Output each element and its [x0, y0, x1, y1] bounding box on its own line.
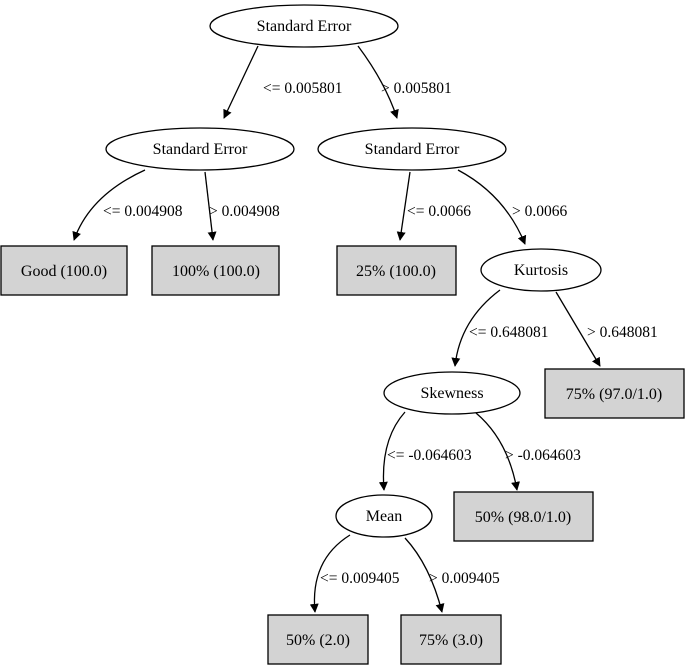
node-skewness: Skewness	[383, 371, 521, 415]
leaf-100pct-label: 100% (100.0)	[172, 263, 260, 280]
leaf-good: Good (100.0)	[0, 245, 128, 296]
edge-skewness-to-mean	[378, 411, 406, 491]
node-left-label: Standard Error	[153, 141, 248, 158]
edge-skewness-to-50pct	[475, 412, 520, 491]
edge-labels: <= 0.005801 > 0.005801 <= 0.004908 > 0.0…	[103, 80, 658, 587]
node-kurtosis: Kurtosis	[480, 248, 602, 292]
leaf-nodes: Good (100.0) 100% (100.0) 25% (100.0) 75…	[0, 245, 685, 665]
edge-left-to-good	[72, 169, 146, 241]
leaf-75pct-97: 75% (97.0/1.0)	[544, 368, 685, 419]
edge-label-mean-right: > 0.009405	[429, 570, 500, 587]
node-right-standard-error: Standard Error	[317, 127, 507, 171]
node-right-label: Standard Error	[365, 141, 460, 158]
leaf-50pct-2-label: 50% (2.0)	[286, 632, 350, 649]
leaf-75pct-3-label: 75% (3.0)	[419, 632, 483, 649]
edge-label-kurtosis-right: > 0.648081	[587, 324, 658, 341]
edge-label-left-right: > 0.004908	[209, 203, 280, 220]
leaf-75pct-3: 75% (3.0)	[400, 614, 502, 665]
edge-label-right-right: > 0.0066	[512, 203, 567, 220]
leaf-25pct-label: 25% (100.0)	[356, 263, 436, 280]
leaf-25pct: 25% (100.0)	[336, 245, 457, 296]
leaf-100pct: 100% (100.0)	[151, 245, 280, 296]
edge-mean-to-75pct	[404, 537, 445, 613]
leaf-50pct-98: 50% (98.0/1.0)	[453, 491, 594, 542]
node-kurtosis-label: Kurtosis	[514, 262, 568, 279]
edge-root-to-left	[223, 45, 259, 119]
edge-label-kurtosis-left: <= 0.648081	[469, 324, 548, 341]
edge-left-to-100pct	[204, 171, 217, 241]
edge-label-skewness-left: <= -0.064603	[387, 447, 472, 464]
node-mean: Mean	[335, 494, 433, 538]
decision-nodes: Standard Error Standard Error Standard E…	[105, 4, 602, 538]
edge-label-right-left: <= 0.0066	[407, 203, 471, 220]
node-mean-label: Mean	[366, 508, 402, 525]
node-left-standard-error: Standard Error	[105, 127, 295, 171]
edge-root-to-right	[357, 45, 399, 119]
leaf-75pct-97-label: 75% (97.0/1.0)	[566, 386, 662, 403]
edge-kurtosis-to-75pct	[555, 291, 601, 367]
node-skewness-label: Skewness	[420, 385, 483, 402]
edge-kurtosis-to-skewness	[451, 289, 501, 367]
edge-label-root-left: <= 0.005801	[263, 80, 342, 97]
edge-label-root-right: > 0.005801	[381, 80, 452, 97]
edge-label-mean-left: <= 0.009405	[320, 570, 400, 587]
leaf-50pct-98-label: 50% (98.0/1.0)	[475, 509, 571, 526]
leaf-good-label: Good (100.0)	[21, 263, 107, 280]
edge-mean-to-50pct	[309, 534, 351, 613]
leaf-50pct-2: 50% (2.0)	[267, 614, 369, 665]
edge-label-left-left: <= 0.004908	[103, 203, 183, 220]
edges	[72, 45, 601, 613]
edge-right-to-kurtosis	[457, 169, 527, 245]
node-root-label: Standard Error	[257, 18, 352, 35]
node-root-standard-error: Standard Error	[209, 4, 399, 48]
edge-label-skewness-right: > -0.064603	[505, 447, 581, 464]
edge-right-to-25pct	[396, 171, 411, 241]
